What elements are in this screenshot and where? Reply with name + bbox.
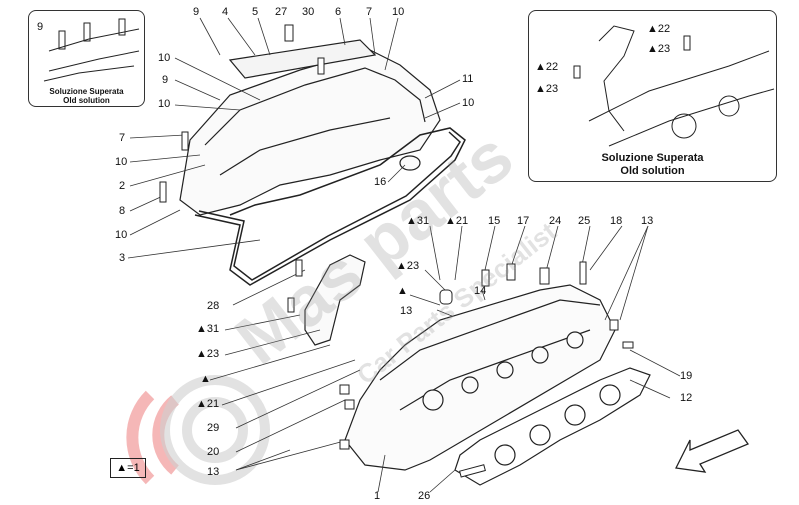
callout-label: ▲31 bbox=[196, 323, 220, 335]
leader-lines bbox=[127, 17, 681, 493]
callout-label: 15 bbox=[488, 215, 501, 227]
inset-right-label-4: ▲23 bbox=[535, 83, 559, 95]
inset-left-caption-line1: Soluzione Superata bbox=[49, 87, 124, 96]
callout-label: 11 bbox=[462, 73, 474, 85]
inset-right-label-3: ▲22 bbox=[535, 61, 559, 73]
inset-left-drawing bbox=[43, 18, 140, 82]
callout-label: ▲23 bbox=[196, 348, 220, 360]
inset-left-caption-line2: Old solution bbox=[63, 96, 110, 105]
inset-right-caption-line1: Soluzione Superata bbox=[601, 152, 704, 164]
callout-label: 10 bbox=[392, 6, 405, 18]
inset-right-drawing bbox=[573, 25, 775, 147]
inset-right-label-1: ▲22 bbox=[647, 23, 671, 35]
callout-label: 28 bbox=[207, 300, 220, 312]
callout-label: 29 bbox=[207, 422, 220, 434]
callout-label: 3 bbox=[119, 252, 126, 264]
head-gasket bbox=[454, 367, 651, 486]
callout-label: 12 bbox=[680, 392, 693, 404]
inset-old-solution-right: ▲22 ▲23 ▲22 ▲23 Soluzione Superata Old s… bbox=[528, 10, 777, 182]
bracket bbox=[304, 254, 366, 346]
cover-gasket bbox=[194, 127, 466, 286]
callout-label: ▲21 bbox=[445, 215, 469, 227]
callout-label: 10 bbox=[158, 52, 171, 64]
callout-label: 7 bbox=[119, 132, 126, 144]
callout-label: 9 bbox=[162, 74, 169, 86]
callout-label: 10 bbox=[115, 229, 128, 241]
callout-label: ▲31 bbox=[406, 215, 430, 227]
callout-label: 17 bbox=[517, 215, 530, 227]
callout-label: 16 bbox=[374, 176, 387, 188]
callout-label: 26 bbox=[418, 490, 431, 502]
callout-label: ▲23 bbox=[396, 260, 420, 272]
direction-arrow bbox=[675, 429, 750, 473]
callout-label: 20 bbox=[207, 446, 220, 458]
callout-label: 10 bbox=[462, 97, 475, 109]
fasteners bbox=[159, 24, 634, 478]
callout-label: 30 bbox=[302, 6, 315, 18]
callout-label: 14 bbox=[474, 285, 487, 297]
inset-right-caption-line2: Old solution bbox=[620, 165, 685, 177]
callout-label: 4 bbox=[222, 6, 229, 18]
callout-label: 10 bbox=[115, 156, 128, 168]
callout-label: ▲ bbox=[200, 373, 211, 385]
inset-right-label-2: ▲23 bbox=[647, 43, 671, 55]
legend-box: ▲=1 bbox=[110, 458, 146, 478]
callout-label: 25 bbox=[578, 215, 591, 227]
inset-left-caption: Soluzione Superata Old solution bbox=[29, 87, 144, 105]
callout-label: ▲21 bbox=[196, 398, 220, 410]
callout-label: 13 bbox=[641, 215, 654, 227]
callout-label: 19 bbox=[680, 370, 693, 382]
inset-right-caption: Soluzione Superata Old solution bbox=[529, 152, 776, 178]
callout-label: 2 bbox=[119, 180, 126, 192]
callout-label: 24 bbox=[549, 215, 562, 227]
callout-label: ▲ bbox=[397, 285, 408, 297]
inset-old-solution-left: 9 Soluzione Superata Old solution bbox=[28, 10, 145, 107]
callout-label: 18 bbox=[610, 215, 623, 227]
callout-label: 7 bbox=[366, 6, 373, 18]
callout-label: 9 bbox=[193, 6, 200, 18]
callout-label: 6 bbox=[335, 6, 342, 18]
callout-label: 5 bbox=[252, 6, 259, 18]
cylinder-head bbox=[344, 284, 616, 471]
callout-label: 10 bbox=[158, 98, 171, 110]
callout-label: 13 bbox=[207, 466, 220, 478]
callout-label: 8 bbox=[119, 205, 126, 217]
callout-label: 27 bbox=[275, 6, 288, 18]
callout-label: 13 bbox=[400, 305, 413, 317]
inset-left-label: 9 bbox=[37, 21, 44, 33]
callout-label: 1 bbox=[374, 490, 381, 502]
